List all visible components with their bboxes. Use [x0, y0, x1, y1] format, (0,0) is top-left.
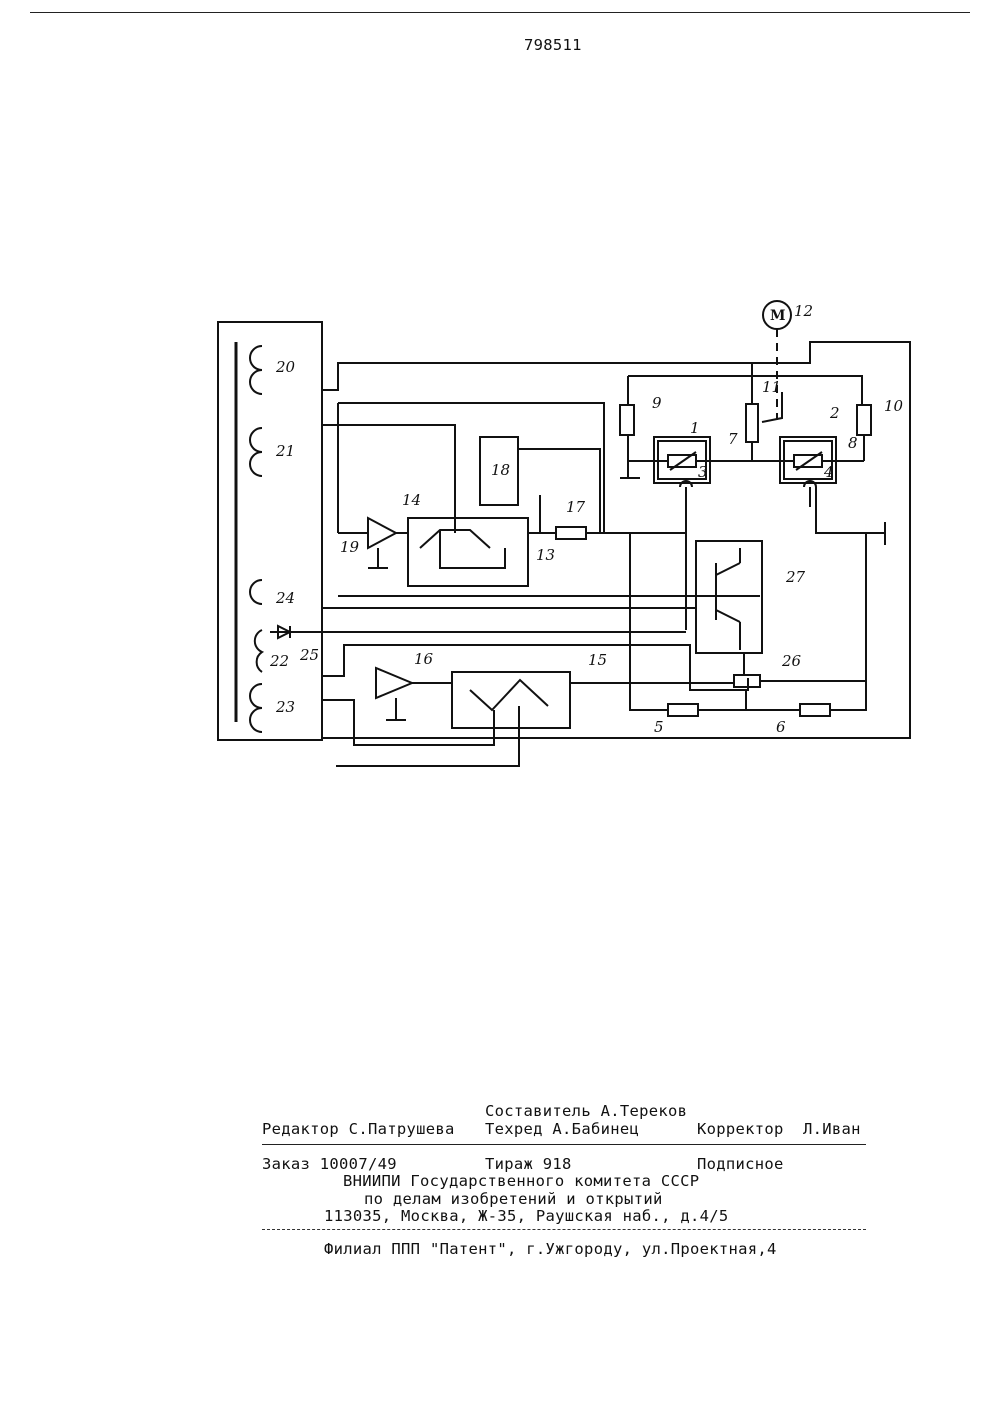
imprint-rule-2 [262, 1229, 866, 1230]
label-17: 17 [566, 498, 586, 516]
imprint-corrector: Корректор Л.Иван [697, 1120, 861, 1138]
motor-symbol: M [770, 308, 786, 324]
label-2: 2 [829, 404, 840, 422]
imprint-org-line2: по делам изобретений и открытий [364, 1190, 663, 1208]
imprint-editor: Редактор С.Патрушева [262, 1120, 455, 1138]
label-6: 6 [776, 718, 786, 736]
resistor-17 [556, 527, 586, 539]
label-18: 18 [491, 461, 510, 479]
imprint-techred: Техред А.Бабинец [485, 1120, 639, 1138]
label-26: 26 [781, 652, 802, 670]
label-16: 16 [414, 650, 434, 668]
resistor-6 [800, 704, 830, 716]
label-4: 4 [823, 463, 834, 481]
outer-loop [322, 342, 910, 738]
diagram-labels: 20 21 19 24 25 22 23 14 13 16 15 18 17 9… [269, 302, 904, 736]
label-9: 9 [652, 394, 662, 412]
winding-21 [250, 428, 262, 476]
winding-24 [250, 580, 262, 604]
winding-23 [250, 684, 262, 732]
amplifier-16 [376, 668, 412, 698]
resistor-10 [857, 405, 871, 435]
resistor-5 [668, 704, 698, 716]
imprint-order: Заказ 10007/49 [262, 1155, 397, 1173]
label-1: 1 [690, 419, 700, 437]
imprint-compiler: Составитель А.Тереков [485, 1102, 687, 1120]
label-12: 12 [794, 302, 813, 320]
label-20: 20 [275, 358, 296, 376]
label-5: 5 [654, 718, 664, 736]
winding-22 [255, 630, 262, 672]
label-23: 23 [275, 698, 295, 716]
resistor-9 [620, 405, 634, 435]
label-7: 7 [728, 430, 738, 448]
circuit-diagram: 20 21 19 24 25 22 23 14 13 16 15 18 17 9… [0, 0, 1000, 820]
label-11: 11 [762, 378, 781, 396]
imprint-address: 113035, Москва, Ж-35, Раушская наб., д.4… [324, 1207, 729, 1225]
label-22: 22 [269, 652, 289, 670]
imprint-rule-1 [262, 1144, 866, 1145]
block-13 [408, 518, 528, 586]
label-15: 15 [588, 651, 607, 669]
label-10: 10 [884, 397, 904, 415]
transformer-frame [218, 322, 322, 740]
label-14: 14 [402, 491, 421, 509]
label-27: 27 [785, 568, 806, 586]
label-19: 19 [340, 538, 360, 556]
imprint-branch: Филиал ППП "Патент", г.Ужгороду, ул.Прое… [324, 1240, 777, 1258]
label-3: 3 [698, 463, 708, 481]
imprint-org-line1: ВНИИПИ Государственного комитета СССР [343, 1172, 699, 1190]
imprint-circulation: Тираж 918 [485, 1155, 572, 1173]
block-15 [452, 672, 570, 728]
label-21: 21 [275, 442, 295, 460]
label-13: 13 [536, 546, 555, 564]
rail-top [628, 376, 862, 405]
label-24: 24 [275, 589, 295, 607]
winding-20 [250, 346, 262, 394]
label-25: 25 [299, 646, 319, 664]
amplifier-14 [368, 518, 396, 548]
potentiometer-11 [746, 404, 758, 442]
imprint-subscription: Подписное [697, 1155, 784, 1173]
label-8: 8 [848, 434, 858, 452]
